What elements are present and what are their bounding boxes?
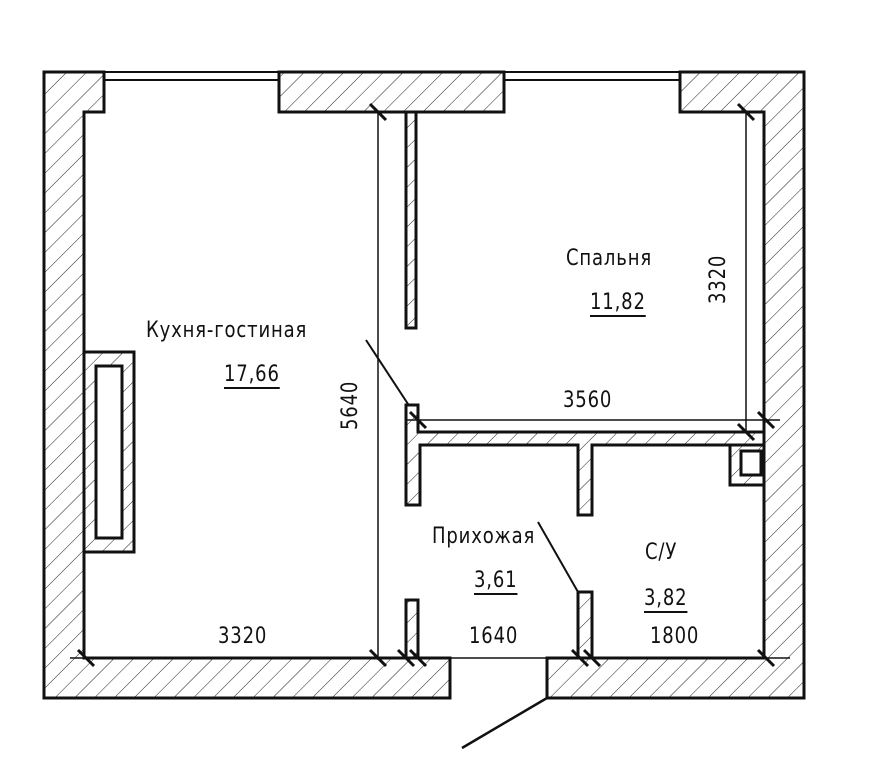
dimension-bath-width: 1800	[650, 624, 700, 649]
dimension-kitchen-length: 5640	[338, 380, 363, 430]
partition-upper	[404, 110, 418, 330]
dimension-bedroom-length: 3320	[706, 254, 731, 304]
partition-lower-right	[576, 590, 594, 660]
wall-top-middle	[277, 70, 506, 114]
partition-middle	[404, 403, 766, 517]
room-area-hall: 3,61	[474, 568, 518, 593]
room-area-bathroom: 3,82	[644, 586, 688, 611]
room-area-kitchen: 17,66	[224, 362, 280, 387]
dimension-hall-width: 1640	[469, 624, 519, 649]
room-name-kitchen: Кухня-гостиная	[146, 318, 308, 343]
dimension-bedroom-width: 3560	[563, 388, 613, 413]
room-name-bedroom: Спальня	[566, 246, 652, 271]
room-name-hall: Прихожая	[432, 524, 536, 549]
dimension-kitchen-width: 3320	[218, 624, 268, 649]
room-area-bedroom: 11,82	[590, 290, 646, 315]
room-name-bathroom: С/У	[645, 540, 678, 565]
partition-lower-left	[404, 598, 420, 660]
